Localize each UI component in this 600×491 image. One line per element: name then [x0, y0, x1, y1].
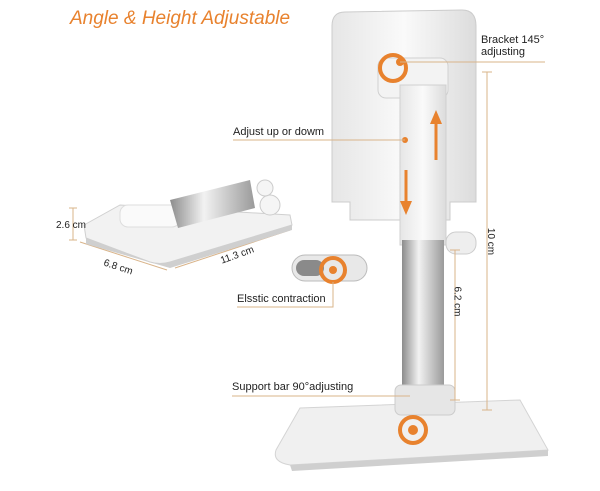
dim-height-total: 10 cm [485, 227, 497, 256]
dim-folded-height: 2.6 cm [56, 220, 87, 231]
support-joint-icon [398, 415, 428, 445]
adjust-label: Adjust up or dowm [233, 126, 325, 138]
elastic-label: Elsstic contraction [237, 293, 326, 305]
up-arrow-icon [430, 110, 442, 160]
lower-column [402, 240, 444, 400]
headline: Angle & Height Adjustable [70, 8, 291, 29]
folded-stand [83, 179, 293, 268]
bracket-joint-icon [378, 53, 408, 83]
bracket-label-line1: Bracket 145° [481, 34, 545, 46]
bracket-label-line2: adjusting [481, 46, 526, 58]
support-bar-label: Support bar 90°adjusting [232, 381, 354, 393]
down-arrow-icon [400, 170, 412, 215]
dim-height-lower: 6.2 cm [451, 286, 463, 317]
